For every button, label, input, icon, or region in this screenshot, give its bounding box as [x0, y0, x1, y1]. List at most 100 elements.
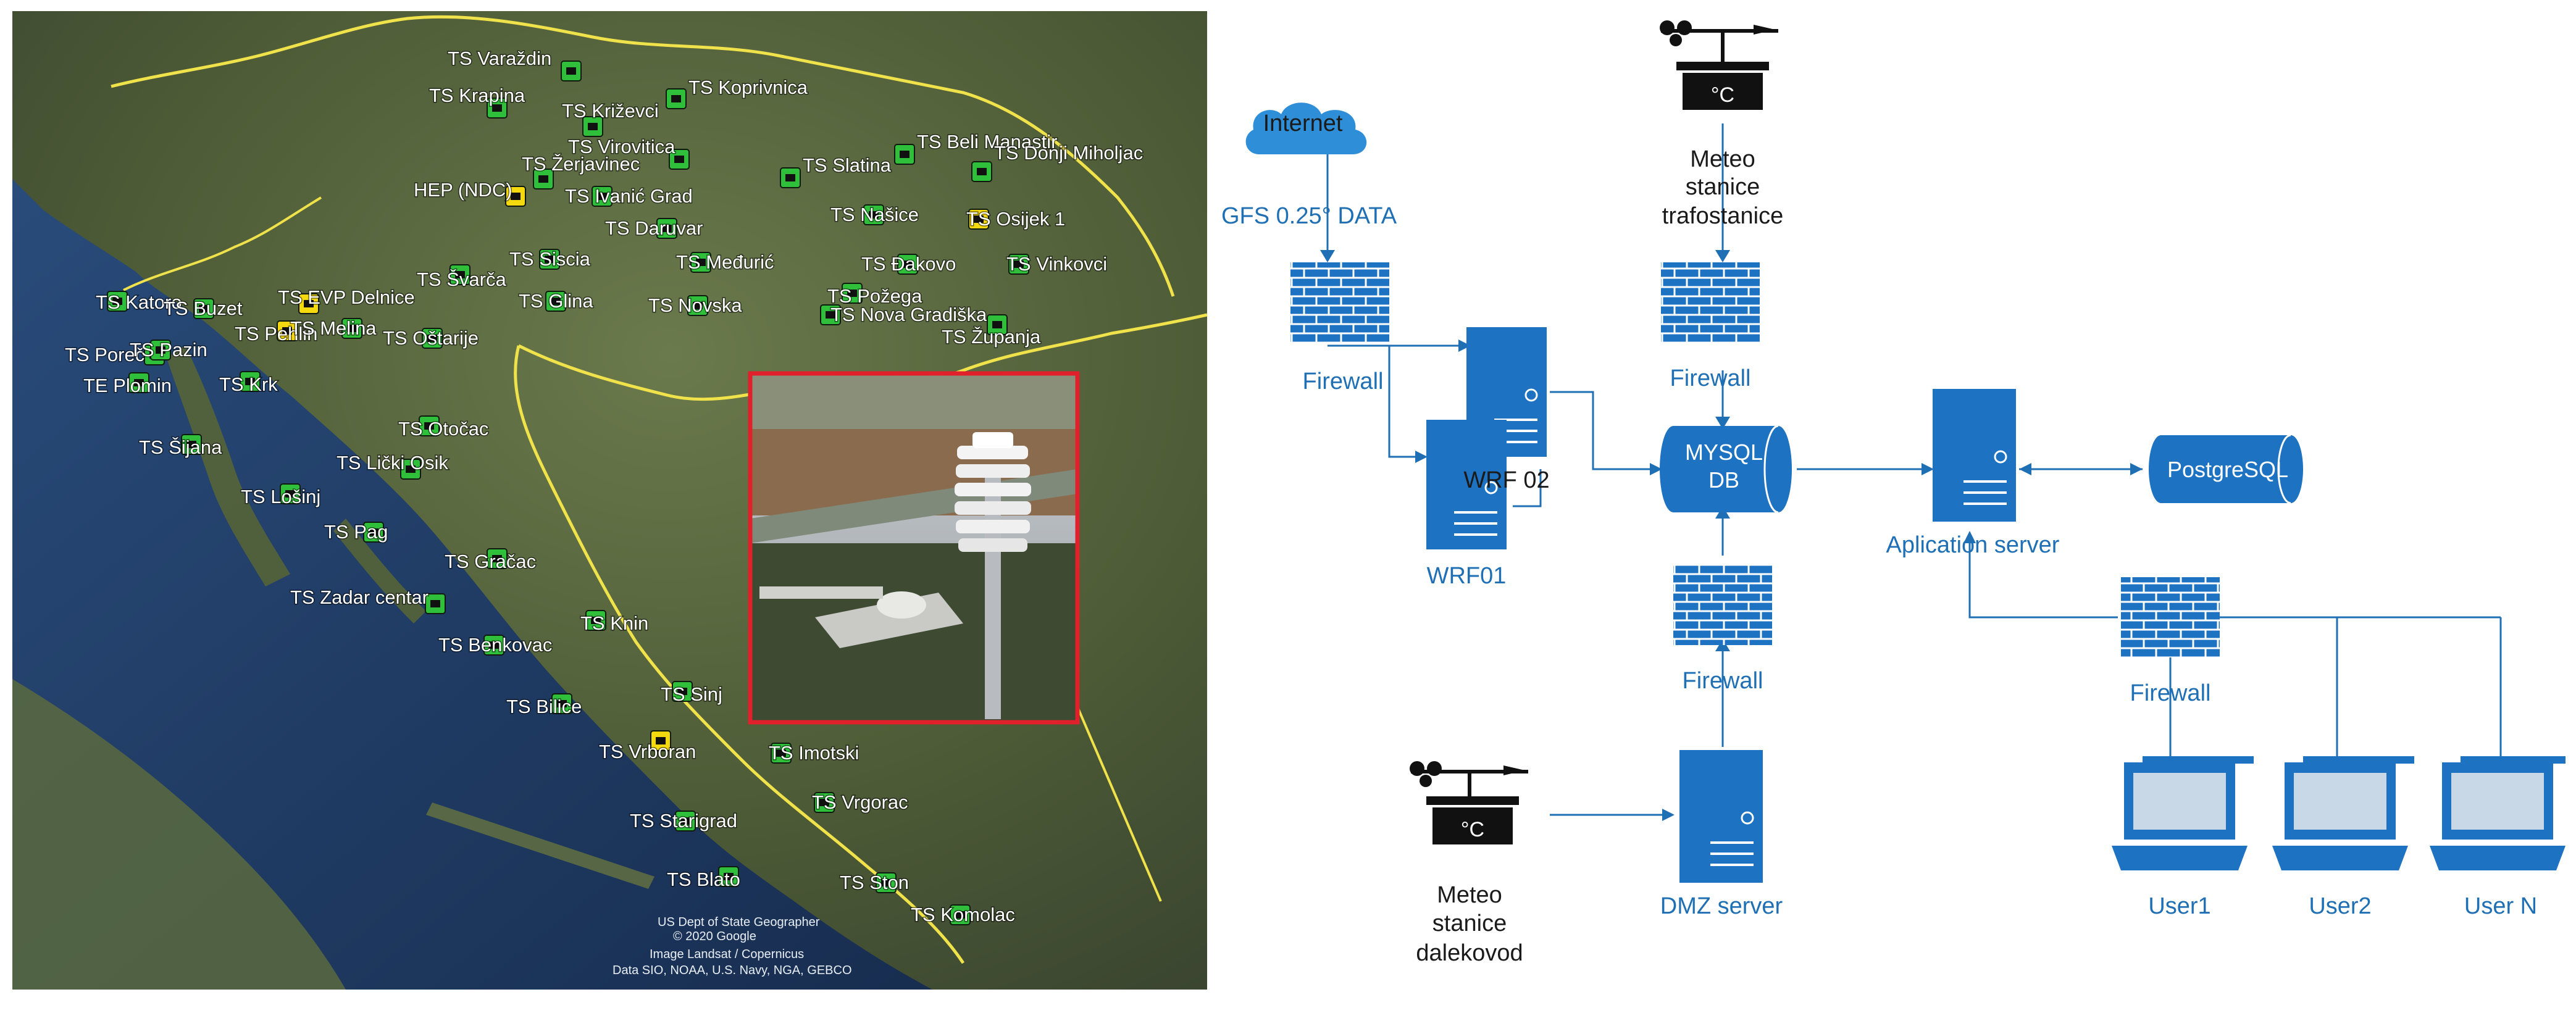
station-label: TS Vrgorac [812, 791, 908, 813]
weather-station-icon: °C [1410, 761, 1528, 844]
station-marker: TS Bilice [506, 693, 583, 719]
firewall-icon [2121, 577, 2220, 657]
thermometer-label: °C [1461, 818, 1484, 841]
station-glyph [588, 123, 598, 130]
station-label: TS Međurić [676, 251, 774, 273]
station-marker: TS Križevci [561, 99, 659, 137]
map-islands [167, 346, 290, 586]
meteo-bottom-line: Meteo [1437, 882, 1502, 908]
station-glyph [424, 422, 434, 430]
photo-hills [750, 373, 1077, 429]
station-marker: TS Županja [941, 314, 1042, 349]
station-glyph [347, 325, 357, 332]
user-computer-icon [2272, 756, 2414, 870]
app-server-label: Aplication server [1886, 532, 2060, 558]
station-marker: TS Lošinj [240, 483, 322, 509]
map-italy-coast [12, 679, 346, 990]
station-glyph [427, 335, 437, 342]
station-label: TS Melina [290, 317, 377, 339]
line-firewall-appserver [1968, 540, 2118, 619]
station-label: TS Đakovo [861, 253, 956, 275]
station-marker: TS Pehlin [234, 320, 319, 346]
server-icon [1679, 750, 1763, 883]
user-computer-icon [2112, 756, 2254, 870]
server-icon [1426, 420, 1507, 549]
station-label: TS Našice [830, 204, 919, 225]
station-glyph [591, 617, 601, 624]
station-glyph [656, 737, 666, 744]
station-glyph [566, 67, 576, 75]
station-marker: TS Katoro [95, 291, 183, 314]
station-label: TS Zadar centar [290, 586, 429, 608]
station-marker: TS EVP Delnice [277, 286, 416, 314]
station-glyph [680, 817, 690, 825]
station-marker: TS Zadar centar [290, 586, 446, 614]
station-glyph [785, 174, 795, 181]
station-glyph [112, 298, 122, 305]
station-marker: TS Šijana [138, 434, 224, 459]
station-marker: TS Lički Osik [336, 451, 450, 480]
station-label: TS Švarča [417, 269, 506, 290]
station-glyph [199, 305, 209, 312]
firewall-label: Firewall [2130, 680, 2211, 706]
meteo-top-line: Meteo [1690, 146, 1755, 172]
station-label: TS Nova Gradiška [830, 304, 987, 325]
station-label: TS Komolac [911, 904, 1015, 925]
station-marker: TS Otočac [398, 415, 490, 441]
station-glyph [662, 225, 672, 232]
postgresql-database-icon [2149, 434, 2303, 504]
station-glyph [847, 290, 857, 297]
station-label: TS Sinj [661, 683, 722, 705]
line-wrf01-mysql [1513, 469, 1542, 507]
station-marker: TS Oštarije [382, 327, 480, 350]
station-glyph [900, 151, 910, 158]
station-glyph [977, 168, 987, 175]
station-label: TS Donji Miholjac [994, 142, 1143, 164]
station-marker: TS Starigrad [629, 809, 738, 833]
station-marker: TS Požega [827, 283, 924, 308]
firewall-label: Firewall [1683, 668, 1763, 694]
station-marker: TS Daruvar [604, 217, 704, 240]
meteo-bottom-line: stanice [1432, 911, 1507, 936]
station-label: TS Buzet [164, 298, 243, 319]
station-marker: TS Knin [580, 610, 650, 635]
station-label: TS Ivanić Grad [565, 185, 693, 207]
copyright-line: Data SIO, NOAA, U.S. Navy, NGA, GEBCO [613, 964, 852, 977]
station-marker: TS Buzet [163, 297, 244, 320]
station-label: TS Otočac [398, 418, 488, 440]
station-marker: TS Glina [518, 290, 595, 313]
station-glyph [369, 528, 378, 536]
station-marker: TS Blato [666, 866, 741, 891]
station-label: TS Vrboran [599, 741, 696, 762]
station-marker: TS Ivanić Grad [564, 185, 694, 208]
station-label: TS Gračac [445, 551, 536, 572]
station-marker: TS Našice [830, 203, 920, 227]
station-label: TS Krapina [429, 85, 525, 106]
station-label: TS Blato [667, 869, 740, 890]
station-glyph [134, 379, 144, 386]
station-label: TS Siscia [509, 248, 591, 270]
postgres-label: PostgreSQL [2167, 457, 2288, 482]
mysql-database-icon [1660, 425, 1792, 514]
station-glyph [674, 156, 684, 163]
line-firewall-wrf01 [1388, 346, 1420, 458]
station-marker: TS Krk [219, 371, 279, 396]
station-label: TS Pehlin [235, 323, 317, 344]
station-label: TS Novska [648, 294, 742, 316]
station-glyph [826, 311, 835, 319]
station-glyph [724, 873, 734, 880]
station-glyph [992, 321, 1002, 328]
photo-boom [759, 586, 883, 599]
station-label: TS Bilice [506, 696, 582, 717]
station-label: TS Slatina [803, 154, 892, 176]
user-label: User N [2464, 893, 2537, 919]
line-wrf02-mysql [1550, 391, 1655, 470]
station-label: TS Glina [519, 290, 593, 312]
station-glyph [245, 378, 255, 385]
station-glyph [696, 259, 706, 266]
station-label: TS Imotski [769, 742, 859, 764]
station-marker: TS Komolac [910, 903, 1016, 927]
